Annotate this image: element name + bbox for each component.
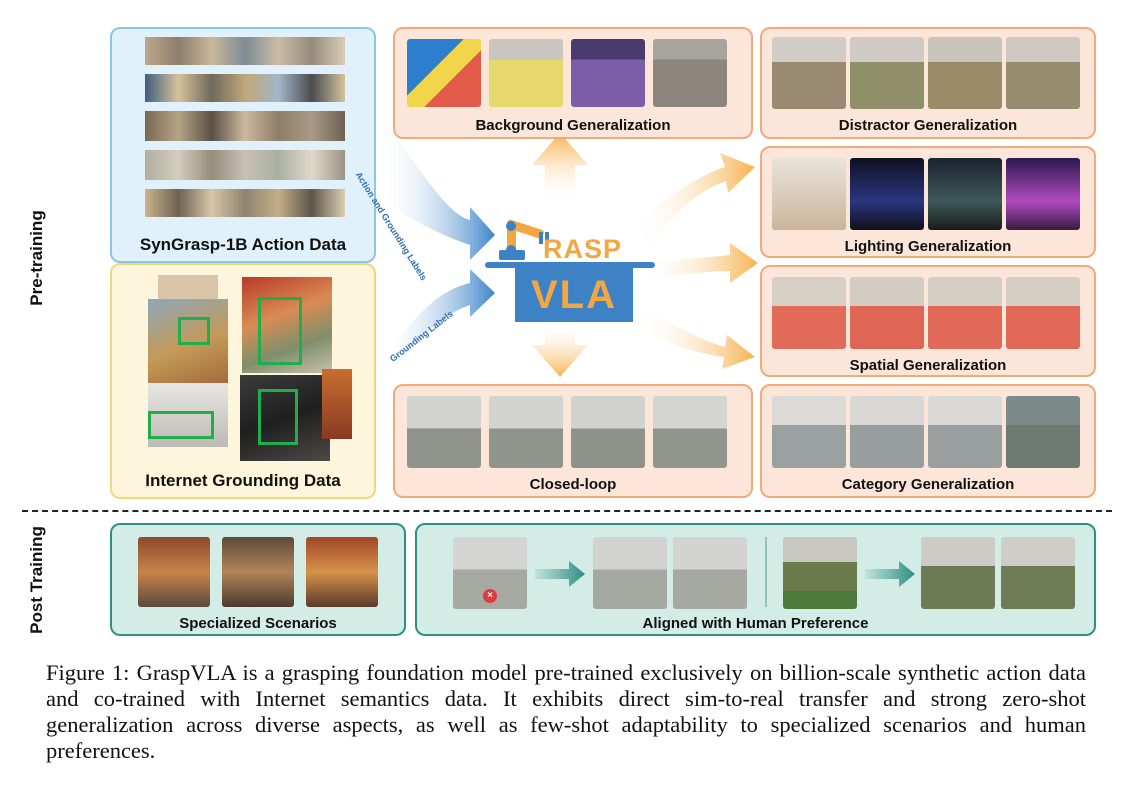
logo-bar — [485, 262, 655, 268]
flow-arrows — [378, 115, 758, 385]
figure-caption: Figure 1: GraspVLA is a grasping foundat… — [46, 660, 1086, 763]
background-thumb-4 — [653, 39, 727, 107]
spatial-panel: Spatial Generalization — [760, 265, 1096, 377]
grounding-box-3 — [148, 411, 214, 439]
aligned-thumb-2 — [593, 537, 667, 609]
lighting-panel: Lighting Generalization — [760, 146, 1096, 258]
distractor-thumb-4 — [1006, 37, 1080, 109]
orange-arrow-lower-right — [636, 307, 755, 369]
posttraining-label: Post Training — [27, 526, 46, 634]
grounding-box-2 — [258, 297, 302, 365]
category-thumb-1 — [772, 396, 846, 468]
closedloop-thumb-2 — [489, 396, 563, 468]
spatial-thumb-4 — [1006, 277, 1080, 349]
reject-icon: × — [483, 589, 497, 603]
background-thumb-3 — [571, 39, 645, 107]
logo-bottom-text: VLA — [531, 273, 617, 317]
specialized-thumb-3 — [306, 537, 378, 607]
lighting-thumb-2 — [850, 158, 924, 230]
internet-panel: Internet Grounding Data — [110, 263, 376, 499]
background-thumb-1 — [407, 39, 481, 107]
background-thumb-2 — [489, 39, 563, 107]
internet-photo-6 — [322, 369, 352, 439]
blue-arrow-bottom — [378, 269, 495, 385]
closedloop-thumb-4 — [653, 396, 727, 468]
background-panel: Background Generalization — [393, 27, 753, 139]
distractor-panel: Distractor Generalization — [760, 27, 1096, 139]
closedloop-thumb-1 — [407, 396, 481, 468]
category-panel: Category Generalization — [760, 384, 1096, 498]
aligned-thumb-6 — [1001, 537, 1075, 609]
category-thumb-3 — [928, 396, 1002, 468]
syngrasp-image-grid — [145, 37, 345, 217]
internet-photo-2 — [148, 299, 228, 383]
distractor-thumb-2 — [850, 37, 924, 109]
distractor-thumb-1 — [772, 37, 846, 109]
logo-top-text: RASP — [543, 234, 623, 264]
lighting-title: Lighting Generalization — [844, 238, 1012, 255]
aligned-separator — [765, 537, 767, 607]
grounding-box-1 — [178, 317, 210, 345]
closedloop-thumb-3 — [571, 396, 645, 468]
aligned-title: Aligned with Human Preference — [642, 615, 869, 632]
orange-arrow-up — [532, 133, 588, 203]
distractor-title: Distractor Generalization — [838, 117, 1018, 134]
aligned-panel: × Aligned with Human Preference — [415, 523, 1096, 636]
closedloop-title: Closed-loop — [529, 476, 617, 493]
aligned-arrow-2 — [865, 561, 915, 587]
robot-arm-icon — [499, 219, 549, 260]
aligned-thumb-4 — [783, 537, 857, 609]
syngrasp-title: SynGrasp-1B Action Data — [139, 235, 347, 254]
internet-title: Internet Grounding Data — [145, 471, 341, 490]
spatial-thumb-3 — [928, 277, 1002, 349]
spatial-thumb-1 — [772, 277, 846, 349]
aligned-thumb-3 — [673, 537, 747, 609]
aligned-arrow-1 — [535, 561, 585, 587]
logo-vla-block: VLA — [515, 268, 633, 322]
blue-arrow-top — [378, 115, 495, 260]
lighting-thumb-1 — [772, 158, 846, 230]
graspvla-logo: RASP VLA — [485, 210, 655, 325]
pretraining-label: Pre-training — [27, 210, 46, 306]
category-title: Category Generalization — [841, 476, 1015, 493]
spatial-thumb-2 — [850, 277, 924, 349]
orange-arrow-upper-right — [632, 153, 755, 245]
internet-photo-3 — [242, 277, 332, 373]
distractor-thumb-3 — [928, 37, 1002, 109]
orange-arrow-down — [532, 320, 588, 377]
specialized-thumb-2 — [222, 537, 294, 607]
grounding-box-4 — [258, 389, 298, 445]
orange-arrow-right-mid — [640, 243, 758, 285]
spatial-title: Spatial Generalization — [849, 357, 1007, 374]
category-thumb-2 — [850, 396, 924, 468]
lighting-thumb-4 — [1006, 158, 1080, 230]
category-thumb-4 — [1006, 396, 1080, 468]
specialized-thumb-1 — [138, 537, 210, 607]
background-title: Background Generalization — [475, 117, 671, 134]
closedloop-panel: Closed-loop — [393, 384, 753, 498]
specialized-title: Specialized Scenarios — [179, 615, 337, 632]
specialized-panel: Specialized Scenarios — [110, 523, 406, 636]
aligned-thumb-5 — [921, 537, 995, 609]
lighting-thumb-3 — [928, 158, 1002, 230]
section-divider — [22, 510, 1112, 512]
syngrasp-panel: SynGrasp-1B Action Data — [110, 27, 376, 263]
